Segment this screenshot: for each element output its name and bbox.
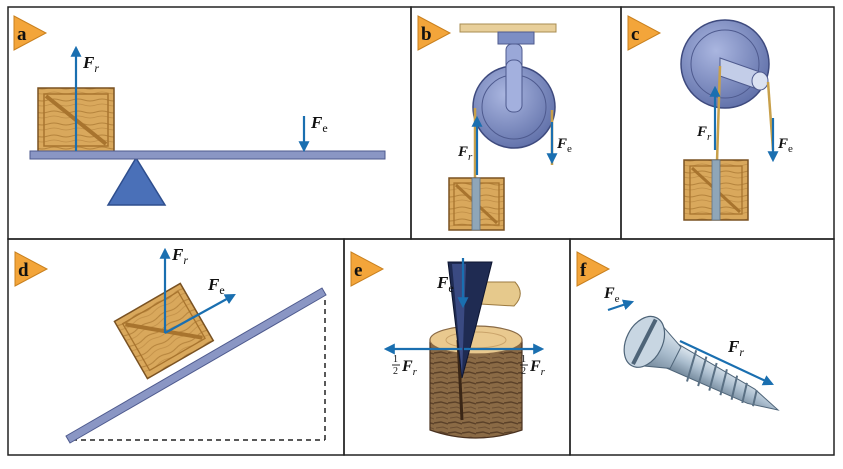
effort-force-label-e: Fe (436, 273, 454, 295)
crate-b (448, 177, 505, 231)
effort-force-arrow-d (164, 293, 236, 334)
panel-a-badge: a (13, 15, 48, 51)
svg-text:1: 1 (521, 354, 526, 365)
resistance-force-label-d: Fr (171, 245, 188, 267)
panel-c-badge: c (627, 15, 662, 51)
panel-f-badge: f (576, 251, 611, 287)
panel-b: b Fr Fe (417, 15, 572, 231)
incline-height-guide (72, 300, 326, 441)
panel-e: e Fe 1 2 Fr 1 2 Fr (350, 251, 546, 439)
resistance-force-label: Fr (82, 53, 99, 75)
panel-a: a Fr Fe (13, 15, 386, 206)
svg-text:2: 2 (521, 366, 526, 377)
panel-d-badge: d (14, 251, 49, 287)
crate-d (113, 282, 215, 380)
resistance-force-label-f: Fr (727, 337, 744, 359)
fulcrum (106, 156, 167, 206)
effort-force-arrow-f (607, 299, 635, 312)
crate-c (683, 159, 749, 221)
effort-force-label-c: Fe (777, 136, 793, 155)
panel-c: c Fr Fe (627, 15, 793, 221)
pulley-wheel (472, 59, 556, 149)
half-resistance-label-right: 1 2 Fr (520, 354, 546, 378)
resistance-force-arrow-f (679, 340, 774, 386)
effort-force-label: Fe (310, 113, 328, 135)
panel-d: d Fr Fe (14, 245, 327, 444)
svg-text:a: a (17, 24, 27, 45)
ceiling-bar (459, 23, 557, 33)
panel-b-badge: b (417, 15, 452, 51)
panel-e-badge: e (350, 251, 385, 287)
panel-frames (7, 6, 835, 456)
svg-text:b: b (421, 24, 432, 45)
svg-text:2: 2 (393, 366, 398, 377)
svg-text:Fr: Fr (529, 358, 546, 378)
svg-text:Fr: Fr (401, 358, 418, 378)
effort-force-label-f: Fe (603, 285, 620, 305)
svg-text:f: f (580, 260, 587, 281)
half-resistance-label-left: 1 2 Fr (392, 354, 418, 378)
svg-text:e: e (354, 260, 362, 281)
panel-f: f Fe Fr (576, 251, 780, 411)
screw (623, 315, 780, 411)
resistance-force-label-b: Fr (457, 144, 473, 163)
axe-handle (479, 281, 521, 307)
svg-text:1: 1 (393, 354, 398, 365)
lever-beam (29, 150, 386, 160)
svg-text:c: c (631, 24, 639, 45)
wheel-and-axle (680, 19, 770, 109)
effort-force-label-d: Fe (207, 275, 225, 297)
effort-force-label-b: Fe (556, 136, 572, 155)
resistance-force-label-c: Fr (696, 124, 712, 143)
log-stump (429, 325, 523, 439)
svg-text:d: d (18, 260, 29, 281)
incline-ramp (65, 287, 327, 444)
